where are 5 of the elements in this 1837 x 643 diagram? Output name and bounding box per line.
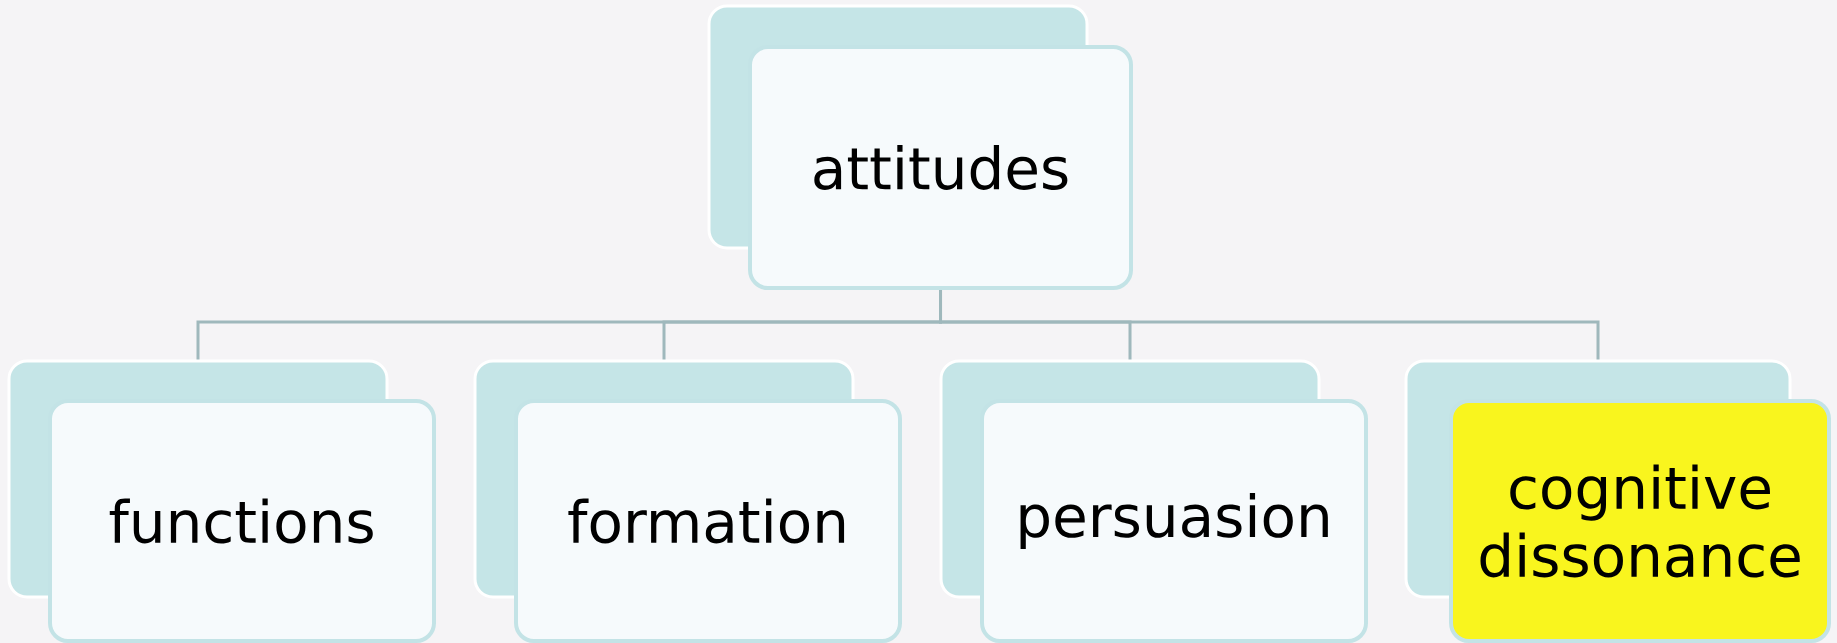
text-box: functions <box>7 359 436 643</box>
text-box: persuasion <box>939 359 1368 643</box>
text-box: attitudes <box>707 4 1133 290</box>
text-box: cognitive dissonance <box>1404 359 1831 643</box>
text-box: formation <box>473 359 902 643</box>
